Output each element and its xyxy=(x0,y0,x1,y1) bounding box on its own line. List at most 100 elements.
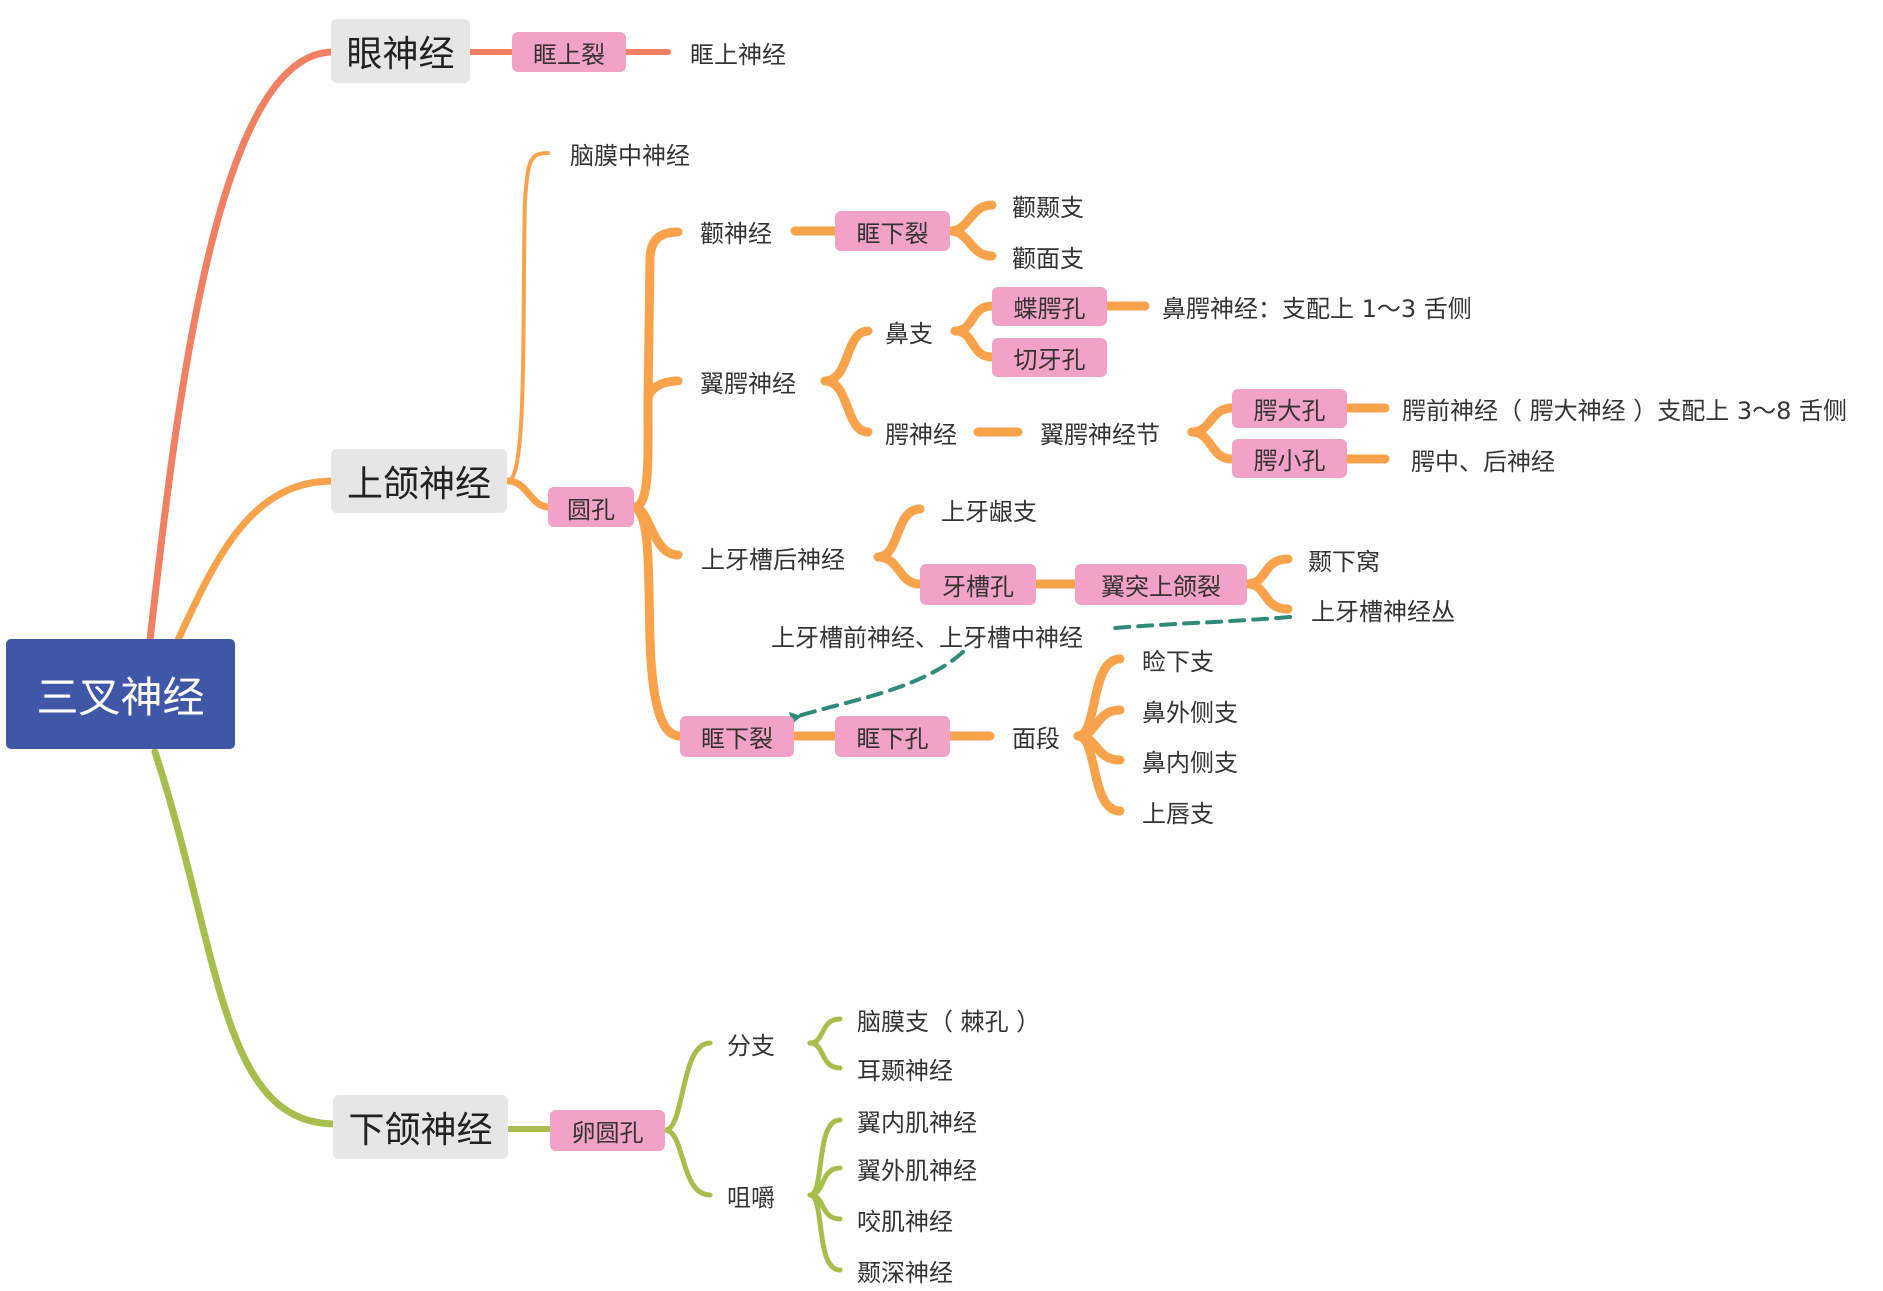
pterygopalatine-nerve-label: 翼腭神经 xyxy=(700,369,796,398)
pterygomaxillary-fissure-label: 翼突上颌裂 xyxy=(1101,573,1221,601)
supraorbital-fissure-node[interactable]: 眶上裂 xyxy=(512,32,626,72)
branch-group-node[interactable]: 分支 xyxy=(727,1026,775,1060)
zygomaticofacial-node[interactable]: 颧面支 xyxy=(1012,239,1084,273)
alveolar-foramen-label: 牙槽孔 xyxy=(942,573,1014,601)
lesser-palatine-nerve-label: 腭中、后神经 xyxy=(1411,447,1555,476)
inferior-orbital-fissure-node-1[interactable]: 眶下裂 xyxy=(835,211,950,251)
infraorbital-foramen-node[interactable]: 眶下孔 xyxy=(835,716,950,757)
line-posterior-alveolar xyxy=(873,552,925,589)
auriculotemporal-label: 耳颞神经 xyxy=(857,1056,953,1085)
meningeal-branch-node[interactable]: 脑膜支（ 棘孔 ） xyxy=(857,1002,1040,1036)
external-nasal-label: 鼻外侧支 xyxy=(1142,698,1238,727)
lesser-palatine-foramen-label: 腭小孔 xyxy=(1253,447,1326,475)
zygomaticofacial-label: 颧面支 xyxy=(1012,244,1084,273)
line-maxillary-meningeal xyxy=(506,151,550,483)
inferior-orbital-fissure-node-2[interactable]: 眶下裂 xyxy=(680,716,794,757)
foramen-rotundum-node[interactable]: 圆孔 xyxy=(548,487,634,527)
line-root-mandibular xyxy=(151,748,339,1128)
internal-nasal-label: 鼻内侧支 xyxy=(1142,748,1238,777)
maxillary-label: 上颌神经 xyxy=(346,464,491,505)
inferior-palpebral-label: 睑下支 xyxy=(1142,647,1214,676)
internal-nasal-node[interactable]: 鼻内侧支 xyxy=(1142,743,1238,777)
masseteric-label: 咬肌神经 xyxy=(857,1207,953,1236)
line-round-infraorbital xyxy=(629,502,685,741)
nasopalatine-nerve-node[interactable]: 鼻腭神经：支配上 1～3 舌侧 xyxy=(1162,289,1472,323)
relation-line-plexus xyxy=(1113,615,1292,630)
line-mast-deep-temporal xyxy=(807,1192,843,1273)
line-facial-upper-lip xyxy=(1073,731,1125,816)
root-node[interactable]: 三叉神经 xyxy=(6,639,235,749)
masticatory-group-node[interactable]: 咀嚼 xyxy=(727,1178,775,1212)
line-posterior-gingival xyxy=(873,504,925,562)
incisive-foramen-label: 切牙孔 xyxy=(1013,346,1086,374)
line-fissure-zygomaticofacial xyxy=(945,226,997,261)
alveolar-foramen-node[interactable]: 牙槽孔 xyxy=(920,564,1036,605)
anterior-middle-alveolar-label: 上牙槽前神经、上牙槽中神经 xyxy=(771,623,1083,652)
middle-meningeal-label: 脑膜中神经 xyxy=(570,141,690,170)
supraorbital-fissure-label: 眶上裂 xyxy=(533,40,605,69)
alveolar-plexus-node[interactable]: 上牙槽神经丛 xyxy=(1311,592,1455,626)
pterygomaxillary-fissure-node[interactable]: 翼突上颌裂 xyxy=(1075,564,1247,605)
nasopalatine-nerve-label: 鼻腭神经：支配上 1～3 舌侧 xyxy=(1162,294,1472,323)
line-fissure-plexus xyxy=(1242,579,1293,614)
nasal-branch-node[interactable]: 鼻支 xyxy=(885,314,933,348)
zygomatic-nerve-node[interactable]: 颧神经 xyxy=(700,214,772,248)
lesser-palatine-nerve-node[interactable]: 腭中、后神经 xyxy=(1411,442,1555,476)
zygomaticotemporal-node[interactable]: 颧颞支 xyxy=(1012,188,1084,222)
incisive-foramen-node[interactable]: 切牙孔 xyxy=(992,338,1107,377)
pterygopalatine-nerve-node[interactable]: 翼腭神经 xyxy=(700,364,796,398)
auriculotemporal-node[interactable]: 耳颞神经 xyxy=(857,1051,953,1085)
lesser-palatine-foramen-node[interactable]: 腭小孔 xyxy=(1232,439,1347,478)
line-facial-external-nasal xyxy=(1073,705,1125,741)
external-nasal-node[interactable]: 鼻外侧支 xyxy=(1142,693,1238,727)
sphenopalatine-foramen-node[interactable]: 蝶腭孔 xyxy=(992,287,1107,326)
branch-group-label: 分支 xyxy=(727,1031,775,1060)
anterior-middle-alveolar-node[interactable]: 上牙槽前神经、上牙槽中神经 xyxy=(771,618,1083,652)
maxillary-node[interactable]: 上颌神经 xyxy=(331,449,507,513)
pterygopalatine-ganglion-node[interactable]: 翼腭神经节 xyxy=(1040,415,1160,449)
ophthalmic-node[interactable]: 眼神经 xyxy=(331,19,470,83)
infratemporal-fossa-node[interactable]: 颞下窝 xyxy=(1308,542,1380,576)
line-ptery-nasal xyxy=(820,326,873,386)
gingival-branch-label: 上牙龈支 xyxy=(941,497,1037,526)
supraorbital-nerve-label: 眶上神经 xyxy=(690,40,786,69)
inferior-orbital-fissure-label: 眶下裂 xyxy=(856,219,929,248)
foramen-ovale-node[interactable]: 卵圆孔 xyxy=(550,1110,665,1151)
medial-pterygoid-node[interactable]: 翼内肌神经 xyxy=(857,1103,977,1137)
superior-labial-label: 上唇支 xyxy=(1142,799,1214,828)
line-branch-meningeal xyxy=(807,1016,843,1046)
ophthalmic-label: 眼神经 xyxy=(346,34,455,75)
facial-segment-node[interactable]: 面段 xyxy=(1012,719,1060,753)
greater-palatine-nerve-label: 腭前神经（ 腭大神经 ）支配上 3～8 舌侧 xyxy=(1402,396,1848,425)
posterior-alveolar-nerve-label: 上牙槽后神经 xyxy=(701,545,845,574)
foramen-rotundum-label: 圆孔 xyxy=(567,495,615,524)
middle-meningeal-node[interactable]: 脑膜中神经 xyxy=(570,136,690,170)
zygomaticotemporal-label: 颧颞支 xyxy=(1012,193,1084,222)
masseteric-node[interactable]: 咬肌神经 xyxy=(857,1202,953,1236)
inferior-palpebral-node[interactable]: 睑下支 xyxy=(1142,642,1214,676)
line-mast-medial xyxy=(807,1117,843,1198)
gingival-branch-node[interactable]: 上牙龈支 xyxy=(941,492,1037,526)
supraorbital-nerve-node[interactable]: 眶上神经 xyxy=(690,35,786,69)
lateral-pterygoid-node[interactable]: 翼外肌神经 xyxy=(857,1151,977,1185)
greater-palatine-nerve-node[interactable]: 腭前神经（ 腭大神经 ）支配上 3～8 舌侧 xyxy=(1402,391,1847,425)
masticatory-group-label: 咀嚼 xyxy=(727,1183,775,1212)
posterior-alveolar-nerve-node[interactable]: 上牙槽后神经 xyxy=(701,540,845,574)
line-fissure-zygomaticotemporal xyxy=(945,200,997,236)
foramen-ovale-label: 卵圆孔 xyxy=(571,1119,644,1147)
line-nasal-incisive xyxy=(950,326,997,362)
line-round-zygomatic xyxy=(629,227,683,512)
line-maxillary-round xyxy=(504,477,553,511)
medial-pterygoid-label: 翼内肌神经 xyxy=(857,1108,977,1137)
line-ptery-palatine xyxy=(820,376,873,437)
inferior-orbital-fissure-label-2: 眶下裂 xyxy=(701,725,773,753)
mandibular-node[interactable]: 下颌神经 xyxy=(333,1095,508,1159)
greater-palatine-foramen-label: 腭大孔 xyxy=(1253,397,1326,425)
palatine-nerve-node[interactable]: 腭神经 xyxy=(885,415,957,449)
deep-temporal-node[interactable]: 颞深神经 xyxy=(857,1253,953,1287)
greater-palatine-foramen-node[interactable]: 腭大孔 xyxy=(1232,389,1347,428)
line-branch-auriculotemporal xyxy=(807,1040,843,1071)
root-label: 三叉神经 xyxy=(36,672,205,722)
superior-labial-node[interactable]: 上唇支 xyxy=(1142,794,1214,828)
